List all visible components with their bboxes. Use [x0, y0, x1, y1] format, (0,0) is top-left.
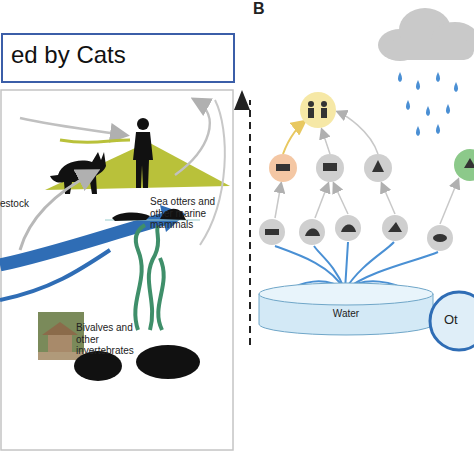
blue-flow-arrow [0, 250, 110, 300]
node-label: Water [258, 308, 434, 319]
person-silhouette [133, 118, 153, 188]
panel-frame [1, 90, 233, 450]
cat-silhouette [50, 152, 106, 194]
title-heading: ed by Cats [1, 33, 235, 83]
cloud [378, 8, 474, 61]
outcome-circle: Ot [428, 290, 474, 352]
green-arrow [60, 140, 130, 142]
animal-label: estock [0, 198, 40, 210]
animal-label: Bivalves and other invertebrates [76, 322, 156, 357]
raindrops [398, 72, 458, 136]
circle-icons [265, 101, 474, 242]
gray-arrow [20, 118, 125, 135]
flow-arrows [275, 112, 458, 224]
water-pool: Water [258, 282, 434, 336]
gray-arrow [175, 100, 210, 175]
animal-label: Sea otters and other marine mammals [150, 196, 234, 231]
seaweed [135, 225, 163, 330]
impact-circles [259, 92, 474, 251]
panel-letter: B [253, 0, 273, 18]
node-label: Ot [428, 312, 474, 327]
dashed-up-arrow [249, 100, 251, 345]
gray-arrow [200, 100, 225, 245]
